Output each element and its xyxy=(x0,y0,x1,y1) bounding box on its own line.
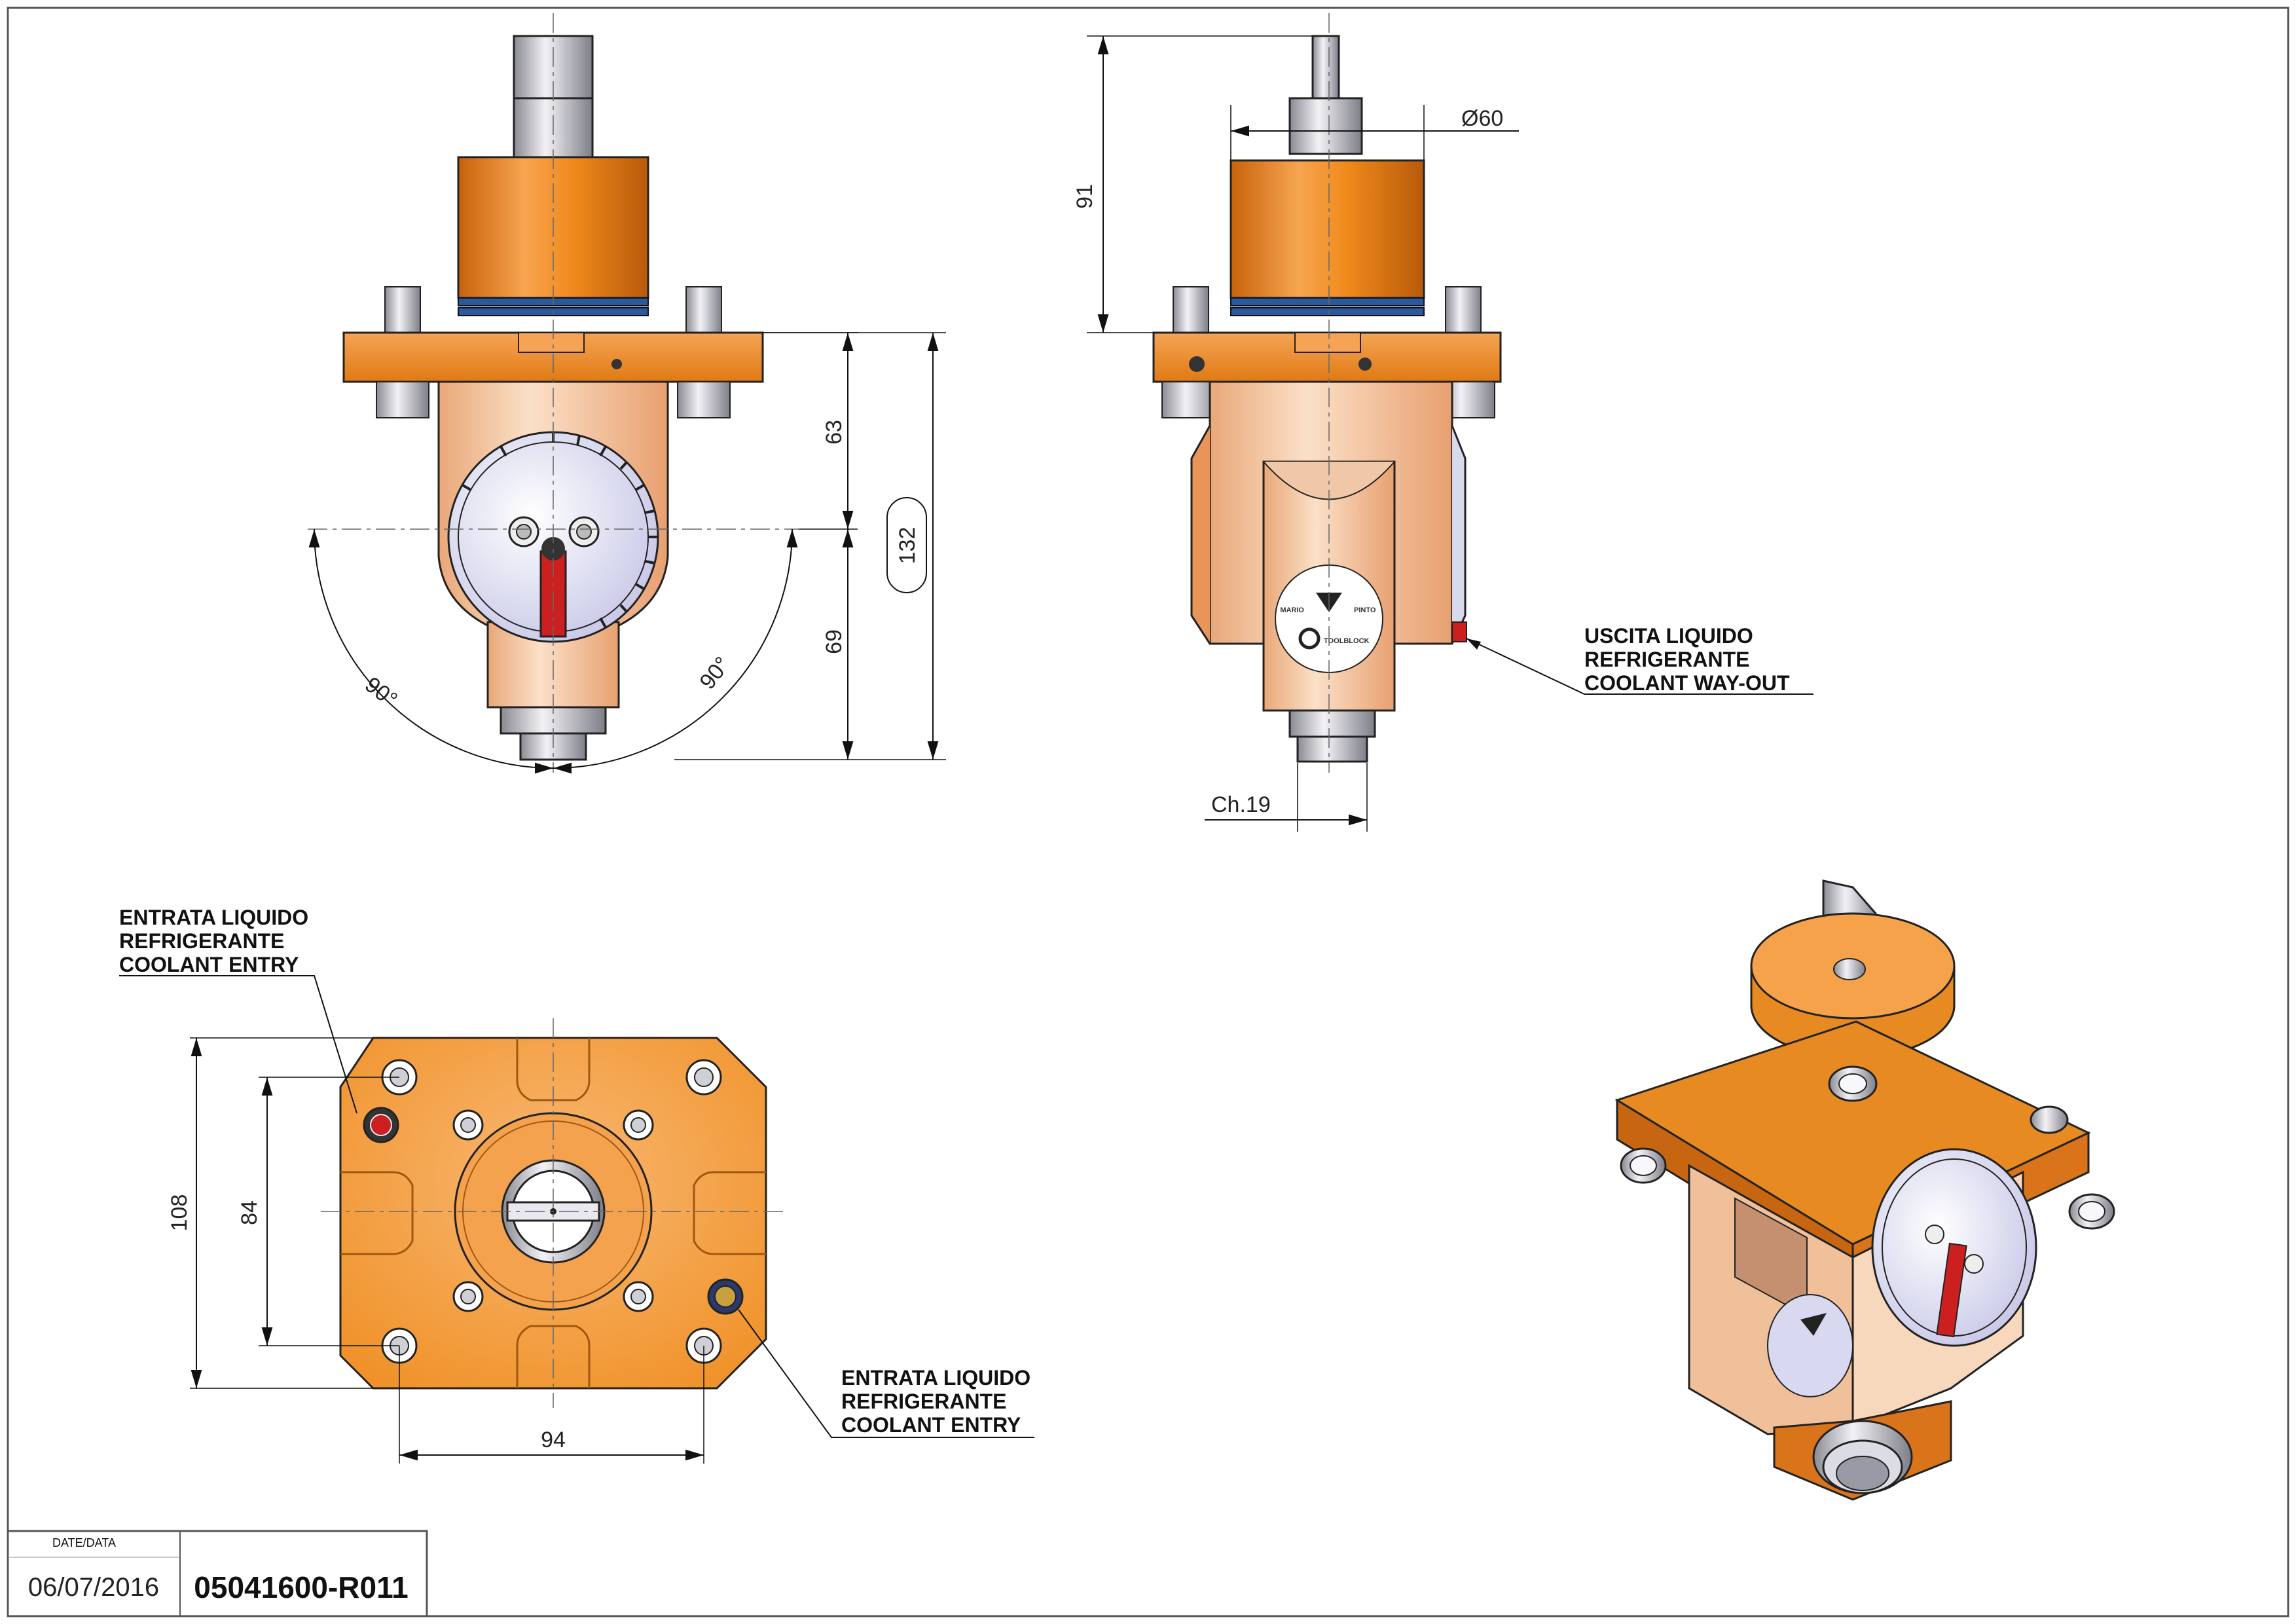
angle-right-label: 90° xyxy=(695,652,735,694)
front-view: 90° 90° 63 69 132 xyxy=(308,13,946,774)
dim-108: 108 xyxy=(167,1194,192,1232)
outlet-note-line3: COOLANT WAY-OUT xyxy=(1584,671,1790,695)
side-view: MARIO PINTO TOOLBLOCK 91 Ø60 Ch.19 USCIT… xyxy=(1072,13,1813,832)
logo-text-2: TOOLBLOCK xyxy=(1324,637,1370,645)
logo-text-1b: PINTO xyxy=(1354,606,1376,614)
entry-top-note-line1: ENTRATA LIQUIDO xyxy=(119,906,308,929)
dim-132: 132 xyxy=(895,527,920,564)
title-block-date-label: DATE/DATA xyxy=(52,1536,116,1549)
entry-top-note-line2: REFRIGERANTE xyxy=(119,929,284,953)
entry-bottom-note-line1: ENTRATA LIQUIDO xyxy=(841,1366,1030,1390)
dim-84: 84 xyxy=(237,1200,262,1225)
dim-ch19: Ch.19 xyxy=(1211,792,1271,817)
title-block: DATE/DATA 06/07/2016 05041600-R011 xyxy=(7,1530,428,1617)
entry-top-note-line3: COOLANT ENTRY xyxy=(119,953,299,976)
sheet-border xyxy=(7,7,2289,1617)
entry-bottom-note-line3: COOLANT ENTRY xyxy=(841,1413,1021,1437)
title-block-date: 06/07/2016 xyxy=(28,1573,159,1602)
top-view: 108 84 94 ENTRATA LIQUIDO REFRIGERANTE C… xyxy=(119,906,1034,1464)
outlet-note-line1: USCITA LIQUIDO xyxy=(1584,624,1753,648)
isometric-view xyxy=(1614,879,2115,1501)
dim-dia60: Ø60 xyxy=(1461,106,1503,131)
dim-69: 69 xyxy=(822,629,847,654)
title-block-code: 05041600-R011 xyxy=(194,1570,408,1604)
dim-94: 94 xyxy=(541,1428,566,1452)
dim-91: 91 xyxy=(1072,184,1097,209)
dim-63: 63 xyxy=(822,420,847,445)
entry-bottom-note-line2: REFRIGERANTE xyxy=(841,1390,1006,1413)
outlet-note-line2: REFRIGERANTE xyxy=(1584,648,1749,671)
logo-text-1a: MARIO xyxy=(1280,606,1304,614)
